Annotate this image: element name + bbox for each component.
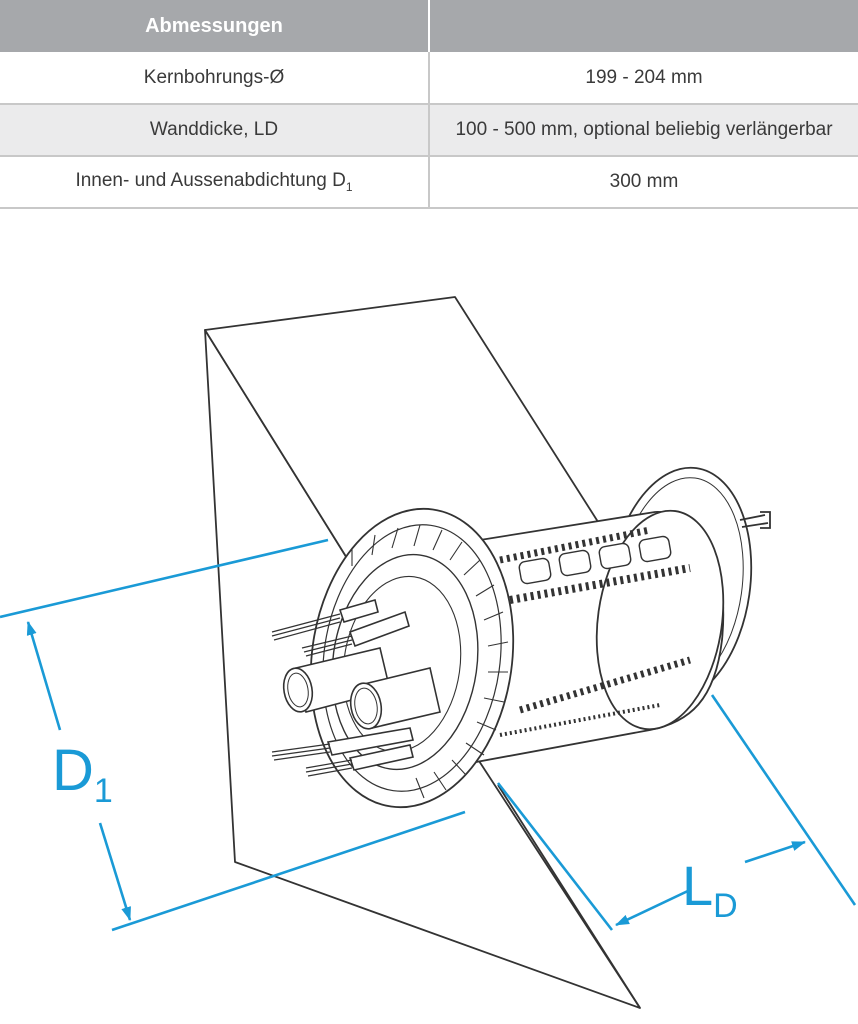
ld-extension-left (496, 782, 614, 931)
table-cell-label-subscript: 1 (345, 179, 353, 194)
flange-ribs (351, 524, 509, 799)
d1-arrow-upper (26, 621, 62, 731)
ld-label: LD (682, 854, 738, 925)
d1-label-sub: 1 (94, 772, 113, 810)
d1-extension-top (0, 538, 329, 619)
table-header-dimensions: Abmessungen (0, 0, 430, 52)
cylinder-clamps (518, 535, 672, 585)
table-cell-value: 199 - 204 mm (429, 52, 858, 105)
ld-label-sub: D (713, 887, 738, 925)
d1-arrow-lower (98, 822, 132, 921)
table-row: Kernbohrungs-Ø 199 - 204 mm (0, 52, 858, 105)
table-cell-value: 300 mm (429, 156, 858, 209)
table-cell-label-text: Innen- und Aussenabdichtung D (75, 170, 346, 192)
cable-ends (271, 613, 353, 777)
ld-label-main: L (682, 854, 713, 917)
pipes-and-cables (271, 599, 441, 777)
ld-arrow-right (744, 840, 806, 864)
ld-extension-right (710, 694, 857, 906)
dimensions-table: Abmessungen Kernbohrungs-Ø 199 - 204 mm … (0, 0, 858, 209)
table-header-value (429, 0, 858, 52)
dimension-ld (496, 694, 857, 931)
table-cell-label: Kernbohrungs-Ø (0, 52, 430, 105)
table-cell-label: Wanddicke, LD (0, 104, 430, 157)
wall-cut-edge (497, 784, 641, 1009)
d1-label: D1 (52, 738, 113, 810)
table-row: Innen- und Aussenabdichtung D1 300 mm (0, 156, 858, 209)
table-cell-value: 100 - 500 mm, optional beliebig verlänge… (429, 104, 858, 157)
dimension-d1 (0, 538, 466, 932)
table-header-row: Abmessungen (0, 0, 858, 52)
table-row: Wanddicke, LD 100 - 500 mm, optional bel… (0, 104, 858, 157)
table-cell-label: Innen- und Aussenabdichtung D1 (0, 156, 430, 209)
cylinder-ribs (499, 526, 691, 737)
ld-arrow-left (615, 888, 691, 927)
d1-extension-bottom (111, 810, 466, 932)
d1-label-main: D (52, 738, 94, 803)
